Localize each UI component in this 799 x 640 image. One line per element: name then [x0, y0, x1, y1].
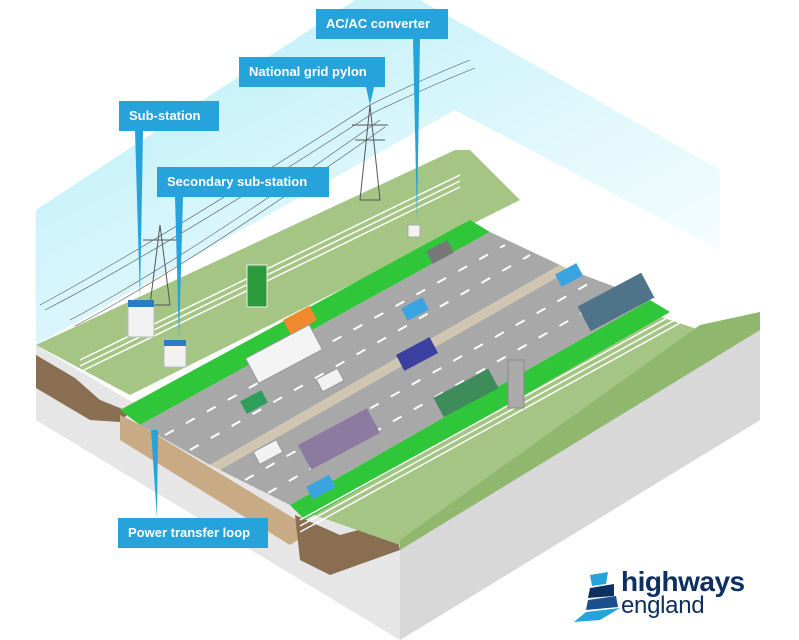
lorry-orange	[283, 305, 317, 335]
lane-markings	[164, 244, 623, 494]
power-lines	[39, 59, 476, 327]
sub-station-top	[128, 300, 154, 307]
grass-verge-strip	[400, 312, 760, 550]
sub-station-unit	[127, 304, 155, 338]
car-blue-3	[306, 474, 336, 500]
label-leaders	[135, 39, 420, 518]
central-reservation	[210, 265, 570, 470]
acac-converter-box	[407, 224, 421, 238]
fence-near	[299, 299, 701, 533]
highways-england-logo-mark	[574, 572, 620, 622]
car-grey	[426, 240, 454, 264]
car-green	[240, 390, 268, 414]
ground-block-right-face	[400, 312, 760, 640]
van-blue	[395, 337, 439, 371]
ev-charging-sign	[246, 264, 268, 308]
sky-backdrop	[36, 0, 720, 345]
pylon-small	[143, 224, 177, 306]
car-white-2	[252, 439, 284, 465]
label-national-grid-pylon: National grid pylon	[239, 57, 385, 87]
secondary-sub-station-top	[164, 340, 186, 346]
lorry-purple	[297, 408, 381, 470]
secondary-sub-station-unit	[163, 344, 187, 368]
car-white-1	[315, 367, 345, 393]
soil-left	[36, 355, 130, 422]
label-secondary-sub-station: Secondary sub-station	[157, 167, 329, 197]
label-sub-station: Sub-station	[119, 101, 219, 131]
label-power-transfer-loop: Power transfer loop	[118, 518, 268, 548]
national-grid-pylon	[352, 104, 388, 201]
lorry-white	[244, 324, 324, 384]
logo-word-england: england	[621, 592, 705, 619]
charging-lane-near	[290, 300, 670, 520]
label-acac-converter: AC/AC converter	[316, 9, 448, 39]
sign-gantry	[507, 359, 525, 409]
bus-green	[433, 368, 499, 418]
car-blue-2	[555, 263, 583, 287]
lorry-teal	[577, 272, 655, 332]
soil-road-base	[120, 415, 305, 545]
highways-england-logo: highways england	[585, 566, 765, 626]
car-blue-1	[401, 297, 429, 321]
logo-word-highways: highways	[621, 566, 745, 597]
